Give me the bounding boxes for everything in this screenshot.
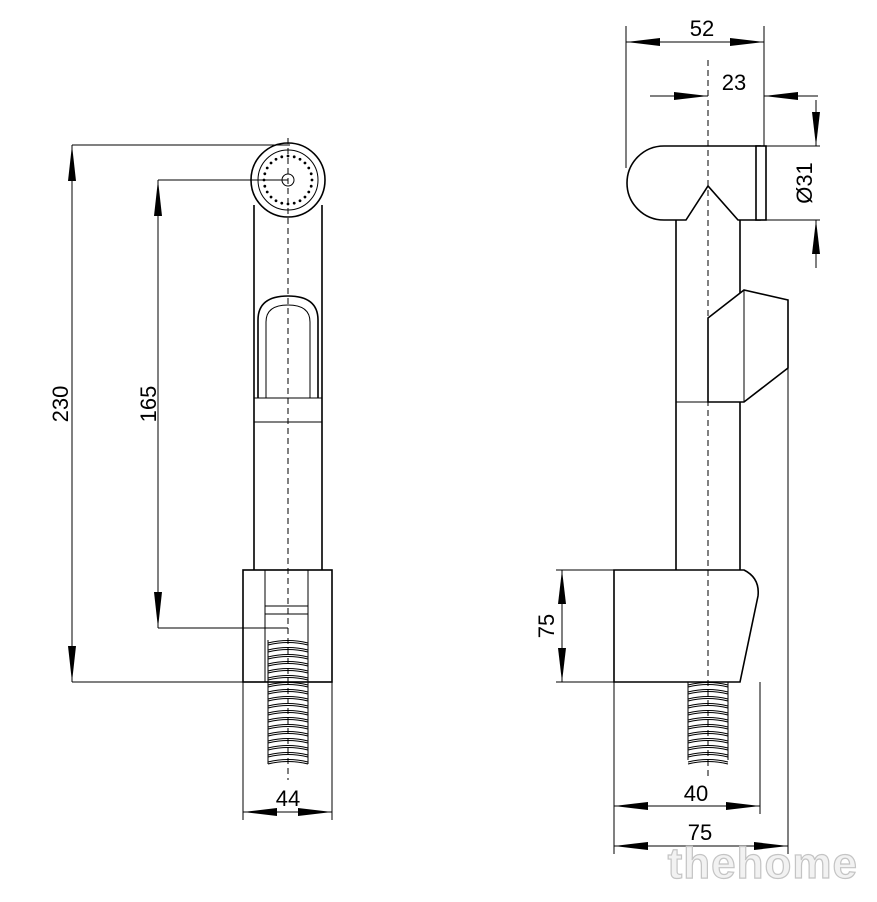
nozzle-hole (274, 199, 278, 203)
nozzle-hole (263, 172, 267, 176)
arrow (68, 646, 76, 682)
trigger-side (707, 289, 789, 403)
arrow (754, 842, 788, 850)
nozzle-hole (298, 199, 302, 203)
arrow (730, 38, 764, 46)
arrow (298, 808, 332, 816)
arrow (674, 92, 708, 100)
nozzle-hole (303, 161, 307, 165)
arrow (726, 802, 760, 810)
dim-label-head-depth: 52 (690, 16, 714, 41)
nozzle-hole (309, 184, 313, 188)
neck-line (685, 185, 709, 221)
nozzle-hole (265, 166, 269, 170)
front-view: 230 165 44 (48, 138, 333, 820)
nozzle-hole (280, 201, 284, 205)
nozzle-hole (298, 157, 302, 161)
nozzle-hole (286, 154, 290, 158)
holder-side (613, 569, 760, 683)
dim-label-head-diameter: Ø31 (792, 162, 817, 204)
hose-coil (687, 696, 729, 702)
nozzle-hole (309, 172, 313, 176)
dim-label-holder-height: 75 (534, 614, 559, 638)
spray-nozzles (262, 154, 314, 206)
hose-coil (687, 717, 729, 723)
hose-edge (267, 640, 309, 764)
handle-body (253, 205, 323, 570)
nozzle-hole (280, 155, 284, 159)
arrow (614, 802, 648, 810)
dim-label-holder-depth: 40 (684, 781, 708, 806)
nozzle-hole (263, 184, 267, 188)
arrow (614, 842, 648, 850)
hose-coil (267, 654, 309, 660)
nozzle-hole (274, 157, 278, 161)
arrow (68, 145, 76, 181)
head-face (755, 145, 767, 221)
nozzle-hole (269, 161, 273, 165)
arrow (154, 592, 162, 628)
dim-label-head-offset: 23 (722, 70, 746, 95)
dim-label-width: 44 (276, 786, 300, 811)
trigger-inner (265, 304, 311, 398)
nozzle-hole (303, 195, 307, 199)
hose-coil (267, 703, 309, 709)
arrow (812, 220, 820, 254)
wall-holder (242, 569, 333, 683)
nozzle-hole (307, 166, 311, 170)
arrow (558, 648, 566, 682)
hose-coil (267, 675, 309, 681)
nozzle-hole (269, 195, 273, 199)
hose-coil (267, 745, 309, 751)
nozzle-hole (292, 155, 296, 159)
nozzle-hole (292, 201, 296, 205)
neck-line (707, 185, 739, 221)
nozzle-hole (310, 178, 314, 182)
arrow (154, 180, 162, 216)
dim-label-total-height: 230 (48, 386, 73, 423)
watermark-logo: thehome (668, 839, 858, 888)
side-view: 52 23 Ø31 75 40 75 (534, 16, 820, 854)
hose-coil (267, 724, 309, 730)
arrow (626, 38, 660, 46)
dim-label-overall-depth: 75 (688, 820, 712, 845)
trigger-outer (257, 295, 319, 398)
head-profile (626, 145, 761, 221)
arrow (558, 570, 566, 604)
arrow (812, 112, 820, 146)
hose-coil (687, 745, 729, 751)
nozzle-hole (265, 190, 269, 194)
hose-edge (687, 682, 729, 760)
arrow (243, 808, 277, 816)
nozzle-hole (307, 190, 311, 194)
dim-label-outlet-height: 165 (136, 386, 161, 423)
arrow (764, 92, 798, 100)
